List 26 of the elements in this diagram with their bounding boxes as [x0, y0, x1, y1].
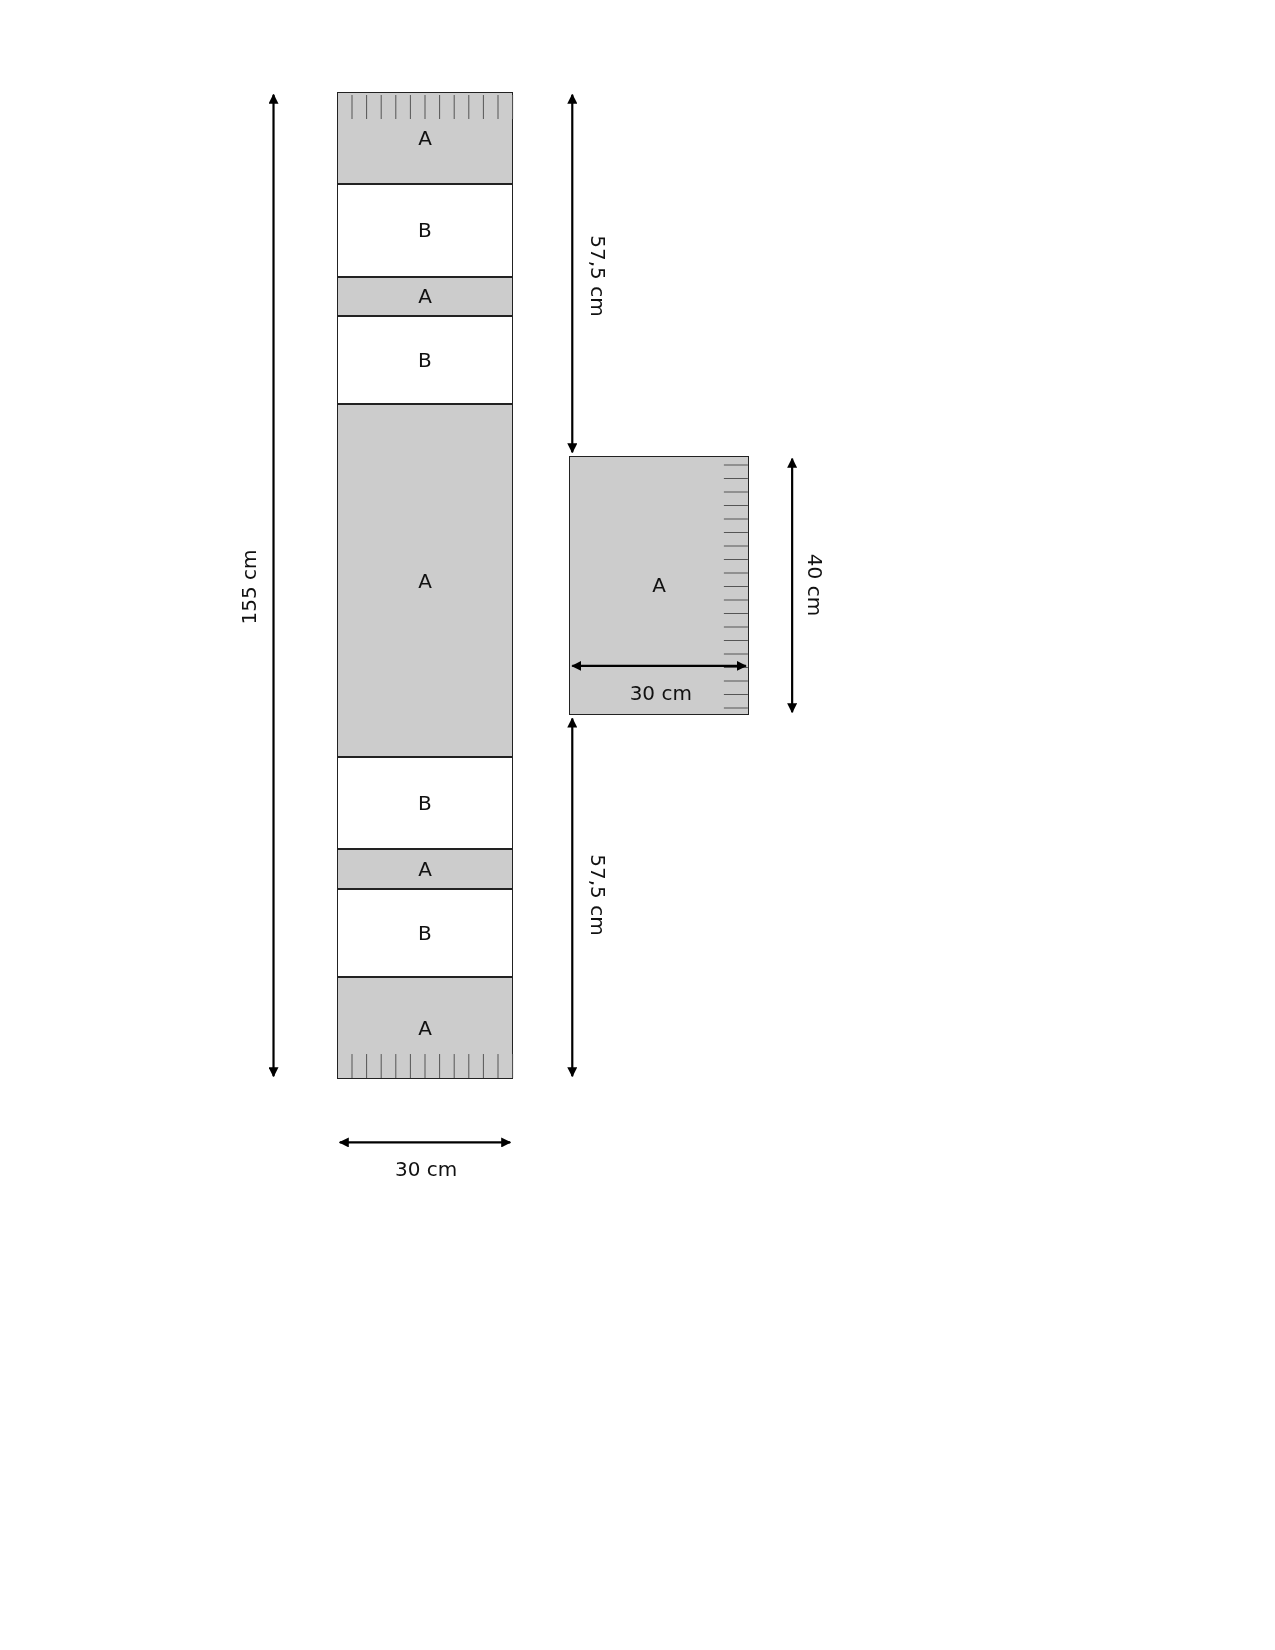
section-letter: B	[418, 921, 432, 946]
knit-panel	[336, 315, 514, 404]
section-letter: A	[418, 1016, 432, 1041]
knit-panel	[336, 276, 514, 316]
section-letter: A	[418, 125, 432, 150]
knit-panel	[336, 977, 514, 1080]
dimension-label: 30 cm	[629, 681, 692, 706]
knit-panel	[569, 455, 749, 716]
knit-panel	[336, 888, 514, 978]
section-letter: B	[418, 218, 432, 243]
section-letter: A	[418, 284, 432, 309]
knit-panel	[336, 184, 514, 277]
dimension-label: 57,5 cm	[585, 854, 610, 936]
section-letter: A	[418, 568, 432, 593]
section-letter: B	[418, 347, 432, 372]
section-letter: A	[418, 856, 432, 881]
dimension-label: 30 cm	[395, 1156, 458, 1181]
dimension-label: 155 cm	[236, 549, 261, 625]
dimension-label: 40 cm	[803, 553, 828, 617]
dimension-label: 57,5 cm	[585, 234, 610, 317]
knit-panel	[336, 403, 514, 758]
section-letter: A	[652, 573, 666, 598]
knit-panel	[336, 757, 514, 849]
knit-panel	[336, 91, 514, 185]
knit-panel	[336, 848, 514, 889]
section-letter: B	[418, 791, 432, 816]
